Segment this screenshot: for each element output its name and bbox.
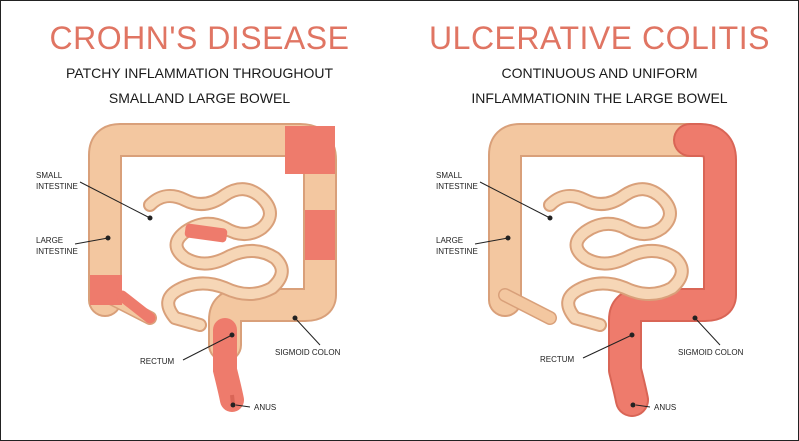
label-anus: ANUS (254, 403, 276, 412)
label-small-intestine-1: SMALL (36, 171, 63, 180)
label-large-intestine-1: LARGE (36, 236, 63, 245)
inflamed-patch (305, 210, 335, 260)
uc-intestine-diagram: SMALL INTESTINE LARGE INTESTINE RECTUM S… (400, 0, 799, 441)
label-small-intestine-2: INTESTINE (436, 182, 478, 191)
label-small-intestine-2: INTESTINE (36, 182, 78, 191)
label-small-intestine-1: SMALL (436, 171, 463, 180)
label-large-intestine-2: INTESTINE (36, 247, 78, 256)
anus-dot (631, 403, 636, 408)
label-sigmoid-colon: SIGMOID COLON (275, 348, 341, 357)
label-rectum: RECTUM (140, 357, 175, 366)
uc-inflamed-region (625, 140, 720, 400)
label-sigmoid-colon: SIGMOID COLON (678, 348, 744, 357)
label-rectum: RECTUM (540, 355, 575, 364)
anus-dot (231, 403, 236, 408)
uc-panel: ULCERATIVE COLITIS CONTINUOUS AND UNIFOR… (400, 0, 799, 441)
crohns-panel: CROHN'S DISEASE PATCHY INFLAMMATION THRO… (0, 0, 399, 441)
inflamed-rectum (225, 330, 232, 400)
label-anus: ANUS (654, 403, 676, 412)
inflamed-patch (90, 275, 122, 305)
crohns-intestine-diagram: SMALL INTESTINE LARGE INTESTINE RECTUM S… (0, 0, 399, 441)
label-large-intestine-1: LARGE (436, 236, 463, 245)
inflamed-patch (285, 126, 335, 174)
label-large-intestine-2: INTESTINE (436, 247, 478, 256)
